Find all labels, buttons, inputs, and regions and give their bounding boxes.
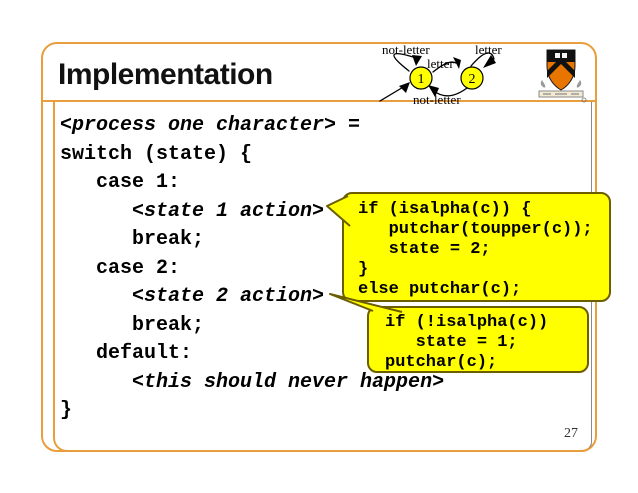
code-line: case 2: (60, 256, 181, 280)
state-1-action-callout: if (isalpha(c)) { putchar(toupper(c)); s… (342, 192, 611, 302)
transition-2-to-1 (433, 87, 468, 97)
state1-loop-arrowhead-icon (412, 55, 422, 66)
code-line: <state 1 action> (132, 199, 325, 223)
state-1-circle (409, 66, 433, 90)
code-line: <state 2 action> (132, 285, 325, 308)
code-line: <this should never happen> (132, 370, 445, 394)
transition-1-to-2-arrowhead-icon (453, 57, 461, 69)
callout-code-line: if (!isalpha(c)) (385, 313, 549, 332)
state-2-number: 2 (469, 72, 476, 87)
state-machine-diagram: 1 2 not-letter letter letter not-letter (379, 44, 502, 107)
label-not-letter-loop1: not-letter (382, 44, 430, 57)
code-block: <process one character> = switch (state) … (60, 112, 444, 426)
state-1-number: 1 (418, 72, 425, 87)
code-line: switch (state) { (60, 142, 253, 166)
label-letter-loop2: letter (475, 44, 502, 57)
callout-code-line: state = 2; (358, 240, 491, 259)
state-2-action-callout: if (!isalpha(c)) state = 1;putchar(c); (367, 306, 589, 373)
initial-arrowhead-icon (399, 82, 410, 93)
callout-code-line: putchar(c); (385, 353, 498, 372)
code-line: break; (60, 313, 205, 337)
shield-chief (547, 50, 575, 62)
page-number: 27 (564, 426, 578, 441)
state-2-circle (460, 66, 484, 90)
state2-self-loop (470, 52, 495, 67)
callout-code-line: if (isalpha(c)) { (358, 200, 532, 219)
code-line: <process one character> = (60, 114, 361, 137)
title-divider-line (41, 100, 597, 102)
slide-title: Implementation (58, 58, 273, 91)
shield-chevron (547, 57, 575, 78)
callout-code-line: state = 1; (385, 333, 518, 352)
callout-code-line: } (358, 260, 369, 279)
shield-book-icon (555, 53, 567, 58)
code-line: } (60, 399, 73, 422)
slide-frame: Implementation <process one character> =… (41, 42, 611, 452)
initial-arrow (379, 85, 406, 102)
transition-2-to-1-arrowhead-icon (428, 85, 439, 97)
label-letter-1-to-2: letter (427, 56, 454, 71)
code-line: default: (60, 342, 193, 365)
code-line: break; (60, 228, 205, 251)
callout-code-line: else putchar(c); (358, 280, 522, 299)
state1-self-loop (393, 53, 414, 72)
princeton-shield-logo (538, 49, 587, 103)
shield-motto-banner (538, 90, 584, 98)
transition-1-to-2 (432, 61, 457, 73)
callout-code-line: putchar(toupper(c)); (358, 220, 593, 239)
state2-loop-arrowhead-icon (483, 55, 496, 68)
code-line: case 1: (60, 171, 181, 194)
